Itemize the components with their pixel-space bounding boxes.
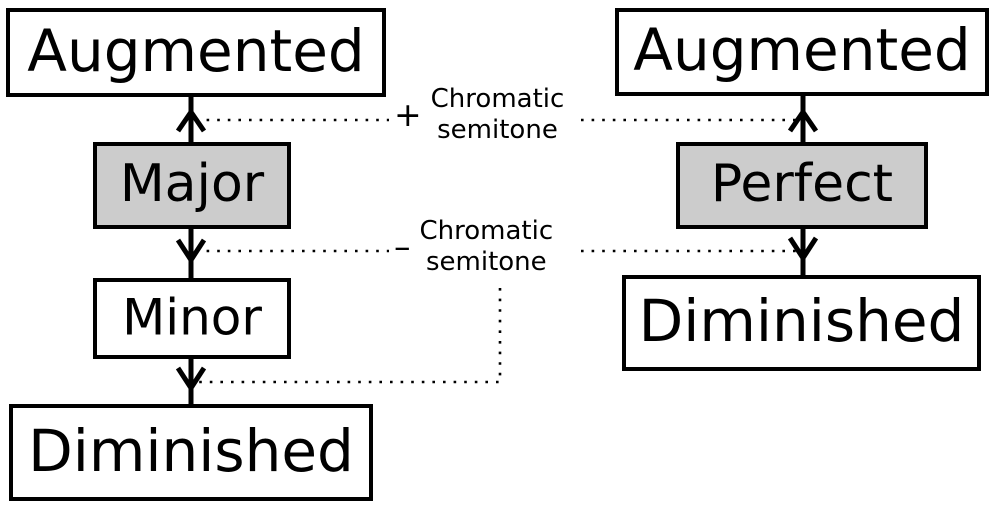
node-label: Diminished [638, 286, 965, 355]
annotation-lower-chromatic-semitone: – Chromatic semitone [394, 216, 553, 277]
node-right-augmented[interactable]: Augmented [615, 8, 989, 96]
plus-sign-icon: + [394, 95, 422, 135]
annotation-raise-chromatic-semitone: + Chromatic semitone [394, 84, 564, 145]
node-label: Diminished [28, 416, 354, 485]
node-label: Augmented [633, 15, 971, 84]
node-left-minor[interactable]: Minor [93, 278, 291, 359]
minus-sign-icon: – [394, 227, 411, 267]
arrow-minor-to-diminished [175, 359, 207, 406]
node-left-diminished[interactable]: Diminished [9, 404, 373, 501]
arrow-major-to-minor [175, 229, 207, 278]
node-label: Major [119, 153, 265, 214]
node-label: Minor [122, 287, 262, 346]
arrow-perfect-to-augmented [787, 96, 819, 142]
annotation-label: Chromatic semitone [419, 216, 554, 277]
arrow-perfect-to-diminished [787, 229, 819, 277]
node-label: Augmented [27, 16, 365, 85]
node-label: Perfect [710, 153, 894, 214]
arrow-major-to-augmented [175, 97, 207, 142]
node-right-diminished[interactable]: Diminished [622, 275, 981, 371]
node-left-augmented[interactable]: Augmented [6, 8, 386, 97]
node-left-major[interactable]: Major [93, 142, 291, 229]
node-right-perfect[interactable]: Perfect [676, 142, 928, 229]
annotation-label: Chromatic semitone [430, 84, 565, 145]
